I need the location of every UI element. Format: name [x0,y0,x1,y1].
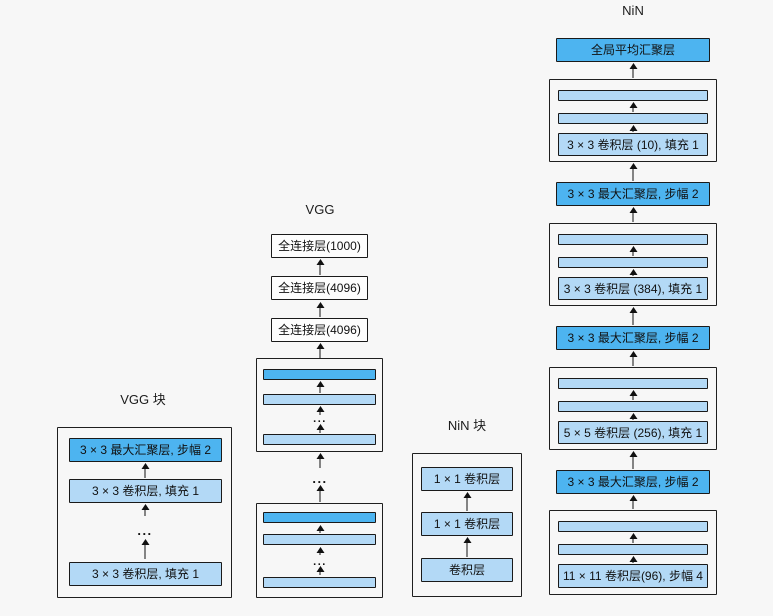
arrow-up-icon [629,102,638,112]
conv-layer-bar [558,257,708,268]
pool-layer-bar [263,369,376,380]
vgg-stages-ellipsis: ... [312,471,328,486]
nin-stage-3-container [549,223,717,306]
nin-stage-2-container [549,367,717,450]
conv-layer-bar [558,90,708,101]
conv-layer-bar [558,544,708,555]
vgg-stage-upper-ellipsis: ... [313,413,327,425]
vgg-block-title: VGG 块 [120,392,166,407]
vgg-block-container [57,427,232,598]
arrow-up-icon [629,413,638,420]
arrow-up-icon [629,556,638,563]
nin-block-conv-layer-box: 卷积层 [421,558,513,582]
arrow-up-icon [463,537,472,557]
nin-stage-4-container [549,79,717,162]
arrow-up-icon [316,302,325,317]
conv-layer-bar [558,521,708,532]
arrow-up-icon [629,495,638,509]
arrow-up-icon [629,351,638,366]
nin-block-title: NiN 块 [447,418,487,433]
vgg-block-conv-layer-lower-box: 3 × 3 卷积层, 填充 1 [69,562,222,586]
vgg-fc-1000-box: 全连接层(1000) [271,234,368,258]
arrow-up-icon [316,566,325,575]
nin-conv-10-box: 3 × 3 卷积层 (10), 填充 1 [558,133,708,156]
arrow-up-icon [629,451,638,469]
arrow-up-icon [316,406,325,415]
arrow-up-icon [316,525,325,533]
vgg-stage-upper-container [256,358,383,452]
arrow-up-icon [629,390,638,400]
pool-layer-bar [263,512,376,523]
nin-maxpool-upper-box: 3 × 3 最大汇聚层, 步幅 2 [556,182,710,206]
arrow-up-icon [629,307,638,325]
arrow-up-icon [141,504,150,516]
conv-layer-bar [263,394,376,405]
arrow-up-icon [629,207,638,222]
conv-layer-bar [263,434,376,445]
nin-block-conv-1x1-upper-box: 1 × 1 卷积层 [421,467,513,491]
arrow-up-icon [629,533,638,543]
vgg-block-maxpool-layer-box: 3 × 3 最大汇聚层, 步幅 2 [69,438,222,462]
vgg-fc-4096-lower-box: 全连接层(4096) [271,318,368,342]
arrow-up-icon [316,485,325,502]
arrow-up-icon [629,246,638,256]
nin-conv-384-box: 3 × 3 卷积层 (384), 填充 1 [558,277,708,300]
arrow-up-icon [629,125,638,132]
nin-block-conv-1x1-lower-box: 1 × 1 卷积层 [421,512,513,536]
nin-block-container [412,453,522,597]
arrow-up-icon [141,463,150,478]
nin-conv-256-box: 5 × 5 卷积层 (256), 填充 1 [558,421,708,444]
vgg-block-conv-layer-upper-box: 3 × 3 卷积层, 填充 1 [69,479,222,503]
arrow-up-icon [316,381,325,393]
vgg-stage-lower-container [256,503,383,598]
arrow-up-icon [629,163,638,181]
conv-layer-bar [558,113,708,124]
arrow-up-icon [629,63,638,78]
conv-layer-bar [558,234,708,245]
nin-conv-96-box: 11 × 11 卷积层(96), 步幅 4 [558,564,708,588]
nin-title: NiN [622,3,644,18]
arrow-up-icon [629,269,638,276]
vgg-stage-lower-ellipsis: ... [313,556,327,568]
vgg-fc-4096-upper-box: 全连接层(4096) [271,276,368,300]
conv-layer-bar [558,401,708,412]
conv-layer-bar [558,378,708,389]
arrow-up-icon [141,539,150,559]
arrow-up-icon [316,424,325,433]
arrow-up-icon [316,547,325,555]
vgg-title: VGG [305,202,335,217]
nin-global-avgpool-box: 全局平均汇聚层 [556,38,710,62]
arrow-up-icon [316,259,325,275]
nin-maxpool-middle-box: 3 × 3 最大汇聚层, 步幅 2 [556,326,710,350]
conv-layer-bar [263,577,376,588]
nin-stage-1-container [549,510,717,595]
arrow-up-icon [463,492,472,511]
arrow-up-icon [316,343,325,358]
conv-layer-bar [263,534,376,545]
nin-maxpool-lower-box: 3 × 3 最大汇聚层, 步幅 2 [556,470,710,494]
vgg-block-ellipsis: ... [137,523,153,538]
arrow-up-icon [316,453,325,468]
